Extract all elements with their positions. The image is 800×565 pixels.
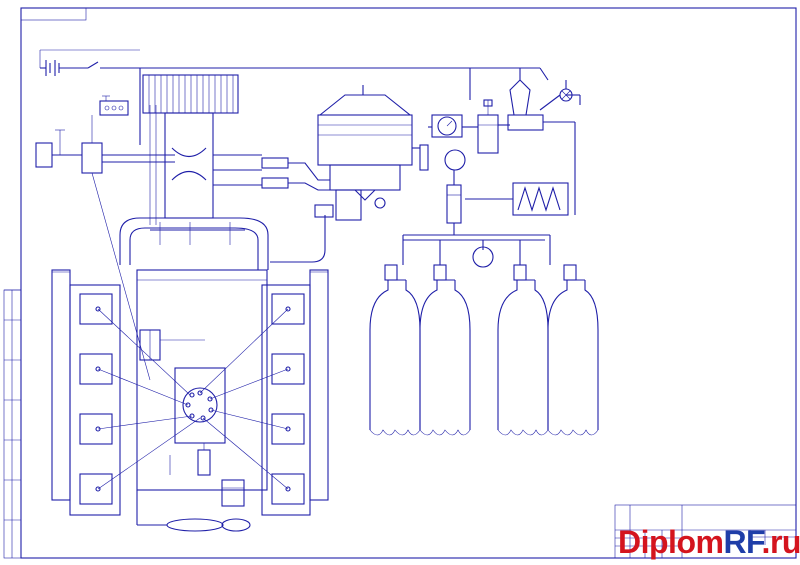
watermark-part1: Diplom [618,524,724,560]
heater-coil-icon [465,182,569,216]
gas-filter [477,99,510,154]
title-block [614,504,797,559]
cylinder-manifold [402,234,551,268]
lamp-icon [559,80,581,105]
starter-motor [136,479,251,532]
watermark: DiplomRF.ru [618,524,800,561]
left-cylinder-bank [51,269,121,516]
engine-block [136,269,268,491]
manometer-icon [412,114,478,171]
gas-reducer [314,85,413,221]
ignition-wires [91,172,289,490]
gas-cylinder-1 [369,264,421,436]
distributor [182,387,218,423]
sheet-frame [3,7,797,559]
gas-cylinder-4 [547,264,599,436]
right-cylinder-bank [261,269,329,516]
battery-icon [40,60,140,76]
watermark-part3: .ru [761,524,800,560]
fine-filter [446,170,462,235]
relay-block [99,95,129,116]
gas-lines [261,157,330,263]
gas-cylinder-3 [497,264,549,436]
mixer-column [149,105,262,225]
air-filter [142,74,239,114]
ignition-coil [35,115,175,174]
main-valve [507,68,576,215]
intake-manifold [119,217,269,270]
watermark-part2: RF [723,524,762,560]
gas-cylinder-2 [419,264,471,436]
